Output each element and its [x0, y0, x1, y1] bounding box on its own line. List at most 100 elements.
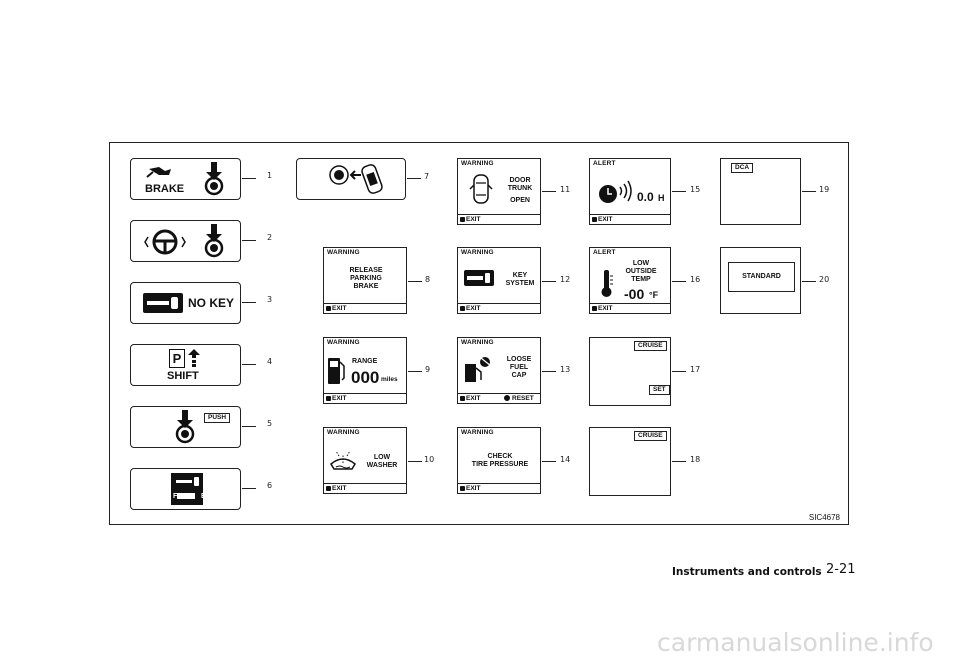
- indicator-figure: BRAKE NO KEY P SHIFT: [109, 142, 849, 525]
- press-pedal-icon: [204, 162, 224, 196]
- warning-message: CHECK TIRE PRESSURE: [471, 453, 529, 468]
- press-pedal-icon: [204, 224, 224, 258]
- cruise-panel: CRUISE: [589, 427, 671, 496]
- callout-number: 3: [267, 295, 273, 304]
- key-icon: [464, 270, 494, 286]
- steering-lock-panel: [130, 220, 241, 262]
- standard-box: STANDARD: [728, 262, 795, 292]
- callout-number: 13: [560, 365, 571, 374]
- release-parking-brake-panel: WARNING RELEASE PARKING BRAKE EXIT: [323, 247, 407, 314]
- cruise-label: CRUISE: [634, 341, 667, 351]
- exit-footer: EXIT RESET: [458, 393, 540, 403]
- dca-label: DCA: [731, 163, 754, 173]
- exit-footer: EXIT: [590, 214, 670, 224]
- callout-number: 7: [424, 172, 430, 181]
- callout-number: 19: [819, 185, 830, 194]
- steering-wheel-icon: [144, 229, 186, 255]
- thermometer-icon: [601, 270, 613, 297]
- key-icon: [143, 293, 183, 313]
- reset-label: RESET: [504, 394, 534, 404]
- warning-header: WARNING: [461, 339, 494, 346]
- check-tire-pressure-panel: WARNING CHECK TIRE PRESSURE EXIT: [457, 427, 541, 494]
- warning-header: WARNING: [327, 339, 360, 346]
- warning-message: RELEASE PARKING BRAKE: [349, 267, 383, 290]
- callout-number: 2: [267, 233, 273, 242]
- warning-message: LOOSE FUEL CAP: [506, 356, 532, 379]
- callout-number: 6: [267, 481, 273, 490]
- key-remote-panel: [296, 158, 406, 200]
- washer-fluid-icon: [330, 450, 356, 470]
- alert-header: ALERT: [593, 160, 616, 167]
- cruise-label: CRUISE: [634, 431, 667, 441]
- exit-footer: EXIT: [458, 214, 540, 224]
- warning-message: KEY SYSTEM: [505, 272, 535, 287]
- callout-number: 5: [267, 419, 273, 428]
- warning-header: WARNING: [461, 249, 494, 256]
- warning-message: LOW WASHER: [366, 454, 398, 469]
- no-key-label: NO KEY: [188, 296, 235, 310]
- push-label: PUSH: [204, 413, 231, 423]
- section-title: Instruments and controls: [672, 566, 822, 578]
- callout-number: 11: [560, 185, 571, 194]
- car-top-view-icon: [469, 174, 493, 204]
- shift-park-panel: P SHIFT: [130, 344, 241, 386]
- exit-footer: EXIT: [458, 303, 540, 313]
- fuel-pump-icon: [328, 358, 345, 384]
- park-box: P: [169, 349, 185, 368]
- range-unit: miles: [381, 376, 398, 383]
- watermark: carmanualsonline.info: [657, 628, 934, 657]
- timer-value: 0.0: [637, 190, 654, 204]
- no-key-panel: NO KEY: [130, 282, 241, 324]
- callout-number: 18: [690, 455, 701, 464]
- callout-number: 16: [690, 275, 701, 284]
- callout-number: 4: [267, 357, 273, 366]
- exit-footer: EXIT: [324, 303, 406, 313]
- key-battery-icon: [171, 473, 203, 505]
- door-trunk-open-panel: WARNING DOOR TRUNK OPEN EXIT: [457, 158, 541, 225]
- key-fob-icon: [329, 164, 383, 194]
- brake-label: BRAKE: [145, 183, 185, 195]
- figure-code: SIC4678: [808, 513, 840, 522]
- cruise-set-panel: CRUISE SET: [589, 337, 671, 406]
- fuel-empty-letter: E: [201, 493, 206, 500]
- callout-number: 12: [560, 275, 571, 284]
- callout-number: 1: [267, 171, 273, 180]
- warning-header: WARNING: [327, 249, 360, 256]
- dca-panel: DCA: [720, 158, 801, 225]
- alert-message: LOW OUTSIDE TEMP: [625, 260, 657, 283]
- low-washer-panel: WARNING LOW WASHER EXIT: [323, 427, 407, 494]
- warning-message: DOOR TRUNK OPEN: [507, 177, 533, 204]
- range-value: 000: [351, 368, 380, 387]
- callout-number: 20: [819, 275, 830, 284]
- range-panel: WARNING RANGE 000 miles EXIT: [323, 337, 407, 404]
- hand-brake-icon: [146, 167, 171, 178]
- shift-label: SHIFT: [167, 370, 199, 382]
- alert-header: ALERT: [593, 249, 616, 256]
- key-system-panel: WARNING KEY SYSTEM EXIT: [457, 247, 541, 314]
- loose-fuel-cap-panel: WARNING LOOSE FUEL CAP EXIT RESET: [457, 337, 541, 404]
- exit-footer: EXIT: [324, 483, 406, 493]
- range-label: RANGE: [352, 358, 378, 365]
- temp-unit: °F: [649, 290, 659, 300]
- exit-footer: EXIT: [324, 393, 406, 403]
- set-label: SET: [649, 385, 670, 395]
- warning-header: WARNING: [461, 429, 494, 436]
- page-number: 2-21: [826, 562, 856, 577]
- fuel-full-letter: F: [173, 493, 178, 500]
- warning-header: WARNING: [461, 160, 494, 167]
- temp-value: -00: [624, 286, 645, 302]
- timer-alert-panel: ALERT 0.0 H EXIT: [589, 158, 671, 225]
- warning-header: WARNING: [327, 429, 360, 436]
- callout-number: 9: [425, 365, 431, 374]
- exit-footer: EXIT: [458, 483, 540, 493]
- callout-number: 17: [690, 365, 701, 374]
- exit-footer: EXIT: [590, 303, 670, 313]
- brake-indicator-panel: BRAKE: [130, 158, 241, 200]
- callout-number: 10: [424, 455, 435, 464]
- push-button-panel: PUSH: [130, 406, 241, 448]
- callout-number: 15: [690, 185, 701, 194]
- callout-number: 8: [425, 275, 431, 284]
- fuel-cap-icon: [465, 357, 492, 382]
- standard-panel: STANDARD: [720, 247, 801, 314]
- low-outside-temp-panel: ALERT LOW OUTSIDE TEMP -00 °F EXIT: [589, 247, 671, 314]
